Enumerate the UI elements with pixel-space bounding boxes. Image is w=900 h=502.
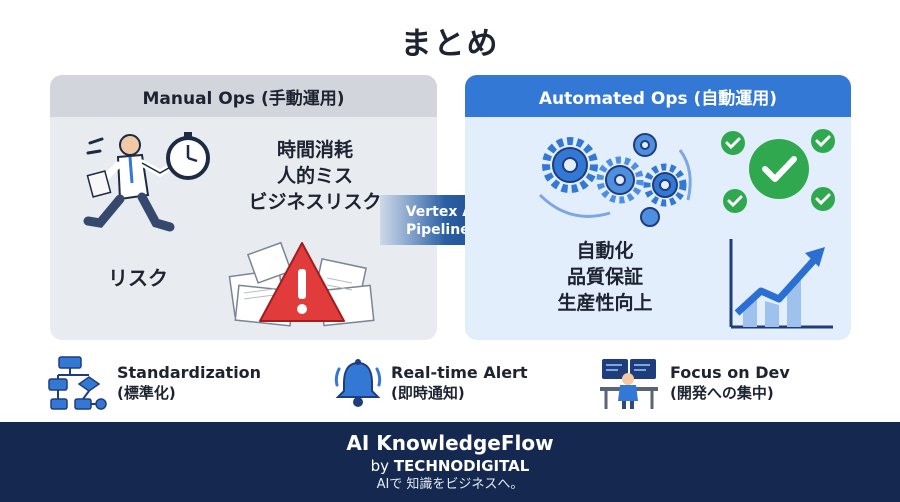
- manual-issue-item: 時間消耗: [276, 139, 353, 161]
- footer-byline: by TECHNODIGITAL: [370, 457, 530, 475]
- risk-label: リスク: [108, 266, 168, 290]
- feature-name: Real-time Alert: [391, 363, 528, 382]
- bell-icon: [334, 359, 382, 407]
- pipeline-label: Vertex AI Pipelines: [405, 204, 479, 238]
- manual-issue-item: 人的ミス: [276, 165, 353, 187]
- manual-ops-header: Manual Ops (手動運用): [50, 75, 437, 117]
- growth-chart-icon: [729, 239, 833, 329]
- feature-subtitle: (標準化): [117, 384, 176, 402]
- flowchart-icon: [48, 356, 107, 410]
- manual-issue-item: ビジネスリスク: [248, 191, 382, 213]
- automated-ops-header: Automated Ops (自動運用): [465, 75, 851, 117]
- feature-focus-on-dev: Focus on Dev (開発への集中): [598, 354, 790, 412]
- automated-benefits-list: 自動化 品質保証 生産性向上: [520, 238, 690, 316]
- feature-subtitle: (即時通知): [391, 384, 465, 402]
- feature-standardization: Standardization (標準化): [45, 354, 261, 412]
- running-man-icon: [83, 132, 210, 232]
- warning-paper-pile-icon: [228, 241, 375, 327]
- developer-icon: [600, 359, 658, 409]
- footer: AI KnowledgeFlow by TECHNODIGITAL AIで 知識…: [0, 422, 900, 502]
- footer-brand: AI KnowledgeFlow: [346, 431, 554, 455]
- automated-benefit-item: 品質保証: [566, 266, 643, 288]
- feature-subtitle: (開発への集中): [670, 384, 774, 402]
- feature-name: Focus on Dev: [670, 363, 790, 382]
- manual-issues-list: 時間消耗 人的ミス ビジネスリスク: [220, 137, 410, 215]
- manual-ops-panel: Manual Ops (手動運用) 時間消耗 人的ミス ビジネスリスク リスク: [50, 75, 437, 340]
- company-name: TECHNODIGITAL: [393, 457, 530, 475]
- quality-checks-icon: [721, 129, 835, 213]
- footer-tagline: AIで 知識をビジネスへ。: [376, 477, 524, 492]
- feature-name: Standardization: [117, 363, 262, 382]
- page-title: まとめ: [400, 26, 500, 62]
- automated-benefit-item: 自動化: [576, 240, 634, 262]
- automated-benefit-item: 生産性向上: [557, 292, 653, 314]
- feature-realtime-alert: Real-time Alert (即時通知): [333, 354, 528, 412]
- automated-ops-panel: Automated Ops (自動運用): [465, 75, 851, 340]
- gears-icon: [538, 133, 692, 227]
